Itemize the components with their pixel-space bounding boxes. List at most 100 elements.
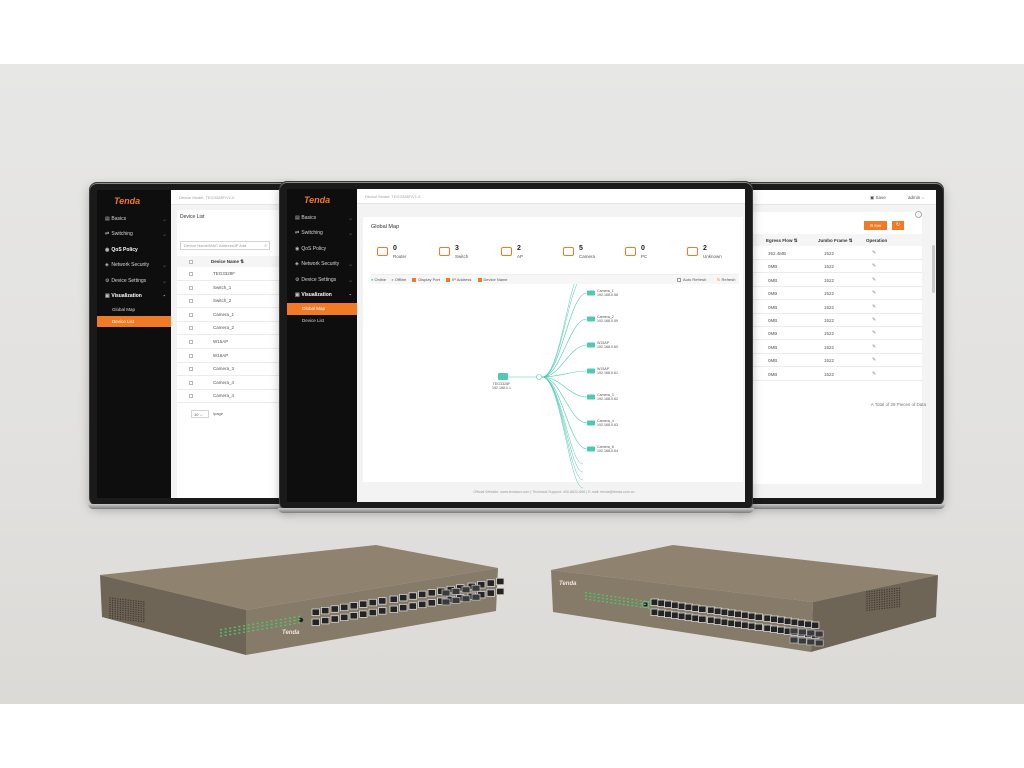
status-led (293, 619, 296, 622)
root-switch-icon[interactable] (498, 373, 508, 380)
row-checkbox[interactable] (189, 272, 193, 276)
jumbo-frame-cell: 1522 (824, 277, 835, 283)
vent-hole (111, 604, 114, 606)
nav-device-list[interactable]: Device List (97, 315, 171, 328)
nav-device-list[interactable]: Device List (302, 317, 325, 323)
row-checkbox[interactable] (189, 340, 193, 344)
row-checkbox[interactable] (189, 285, 193, 290)
nav-device-settings[interactable]: ⚙ Device Settings⌵ (287, 273, 357, 288)
edit-icon[interactable]: ✎ (872, 303, 877, 310)
vent-hole (878, 601, 881, 603)
select-all-checkbox[interactable] (189, 259, 193, 264)
status-led (298, 618, 301, 621)
global-map-screen: Tenda ▤ Basics⌵ ⇄ Switching⌵ ◉ QoS Polic… (287, 189, 745, 502)
row-checkbox[interactable] (189, 367, 193, 372)
camera-icon[interactable] (587, 394, 595, 400)
footer: Official Website: www.tendacn.com | Tech… (473, 490, 635, 494)
vent-hole (888, 593, 891, 595)
status-led (224, 631, 227, 633)
edit-icon[interactable]: ✎ (872, 276, 877, 283)
edit-icon[interactable]: ✎ (872, 330, 877, 337)
egress-flow-cell: 352.4MB (768, 251, 787, 256)
vent-hole (871, 604, 873, 606)
row-checkbox[interactable] (189, 353, 193, 358)
ip-address-checkbox[interactable] (446, 277, 451, 282)
edit-icon[interactable]: ✎ (872, 343, 877, 350)
vent-hole (127, 612, 129, 614)
nav-network-security[interactable]: ◈ Network Security⌵ (287, 257, 357, 272)
nav-global-map[interactable]: Global Map (287, 303, 357, 315)
row-checkbox[interactable] (189, 380, 193, 385)
column-jumbo-frame[interactable]: Jumbo Frame ⇅ (818, 237, 853, 243)
nav-network-security[interactable]: ◈ Network Security⌵ (97, 258, 171, 273)
edit-icon[interactable]: ✎ (872, 263, 877, 270)
sidebar: Tenda ▤ Basics⌵ ⇄ Switching⌵ ◉ QoS Polic… (97, 190, 171, 498)
nav-basics[interactable]: ▤ Basics⌵ (97, 212, 171, 227)
vent-hole (132, 606, 135, 608)
switch-top (551, 545, 938, 602)
port-node[interactable] (536, 374, 542, 380)
search-icon[interactable]: ⌕ (264, 243, 267, 249)
device-node-ip: 192.168.0.64 (597, 449, 618, 454)
row-divider (177, 402, 286, 404)
display-port-checkbox[interactable] (412, 277, 417, 282)
search-input[interactable]: Device Name/MAC Address/IP Ada ⌕ (180, 241, 270, 250)
edit-icon[interactable]: ✎ (872, 370, 877, 377)
nav-qos[interactable]: ◉ QoS Policy (287, 242, 357, 257)
refresh-button[interactable]: ↻ Refresh (717, 275, 736, 284)
column-egress-flow[interactable]: Egress Flow ⇅ (766, 237, 798, 243)
row-checkbox[interactable] (189, 394, 193, 399)
row-checkbox[interactable] (189, 326, 193, 331)
nav-visualization[interactable]: ▣ Visualization⌃ (287, 288, 357, 303)
nav-device-settings[interactable]: ⚙ Device Settings⌵ (97, 274, 171, 289)
edit-icon[interactable]: ✎ (872, 290, 877, 297)
ap-icon[interactable] (587, 342, 595, 348)
nav-qos[interactable]: ◉ QoS Policy (97, 243, 171, 258)
status-led (279, 622, 282, 624)
row-divider (177, 348, 286, 349)
camera-icon[interactable] (587, 316, 595, 322)
camera-icon[interactable] (587, 420, 595, 426)
nav-global-map[interactable]: Global Map (112, 307, 136, 313)
vent-hole (137, 616, 140, 618)
vent-hole (137, 611, 140, 613)
auto-refresh-checkbox[interactable] (677, 277, 681, 282)
refresh-icon[interactable]: ↻ (892, 221, 904, 230)
save-button[interactable]: ▣ Save (870, 195, 886, 200)
topbar: Device Model: TEG3328F/V1.0 (171, 190, 286, 205)
vent-hole (111, 610, 114, 613)
device-name-checkbox[interactable] (477, 277, 482, 282)
edit-button[interactable]: ⚙ Edit (864, 221, 887, 230)
nav-switching[interactable]: ⇄ Switching⌵ (97, 227, 171, 242)
topbar: ▣ Save admin ⌵ (738, 190, 936, 205)
camera-icon[interactable] (587, 290, 595, 296)
column-device-name[interactable]: Device Name ⇅ (211, 259, 245, 264)
nav-switching[interactable]: ⇄ Switching⌵ (287, 226, 357, 241)
vent-hole (888, 595, 891, 597)
edit-icon[interactable]: ✎ (872, 357, 877, 364)
ap-icon[interactable] (587, 368, 595, 374)
row-checkbox[interactable] (189, 312, 193, 317)
auto-refresh-toggle[interactable]: Auto Refresh (677, 275, 706, 284)
nav-basics[interactable]: ▤ Basics⌵ (287, 211, 357, 226)
help-icon[interactable]: ? (915, 211, 922, 218)
vent-hole (881, 603, 883, 605)
vent-hole (114, 615, 116, 617)
vent-hole (111, 599, 114, 602)
vent-hole (122, 607, 124, 609)
edit-icon[interactable]: ✎ (872, 250, 877, 256)
nav-visualization[interactable]: ▣ Visualization⌃ (97, 289, 171, 304)
camera-icon[interactable] (587, 446, 595, 452)
page-size-select[interactable]: 10 ⌵ (191, 410, 209, 418)
edit-icon[interactable]: ✎ (872, 317, 877, 323)
vent-hole (135, 602, 137, 604)
device-node-ip: 192.168.0.58 (597, 293, 618, 298)
row-checkbox[interactable] (189, 299, 193, 304)
chevron-down-icon: ⌵ (348, 277, 352, 283)
user-menu[interactable]: admin ⌵ (908, 195, 925, 200)
vent-hole (871, 590, 873, 593)
vent-hole (127, 617, 129, 619)
side-vents (866, 587, 901, 612)
scrollbar[interactable] (932, 245, 935, 293)
